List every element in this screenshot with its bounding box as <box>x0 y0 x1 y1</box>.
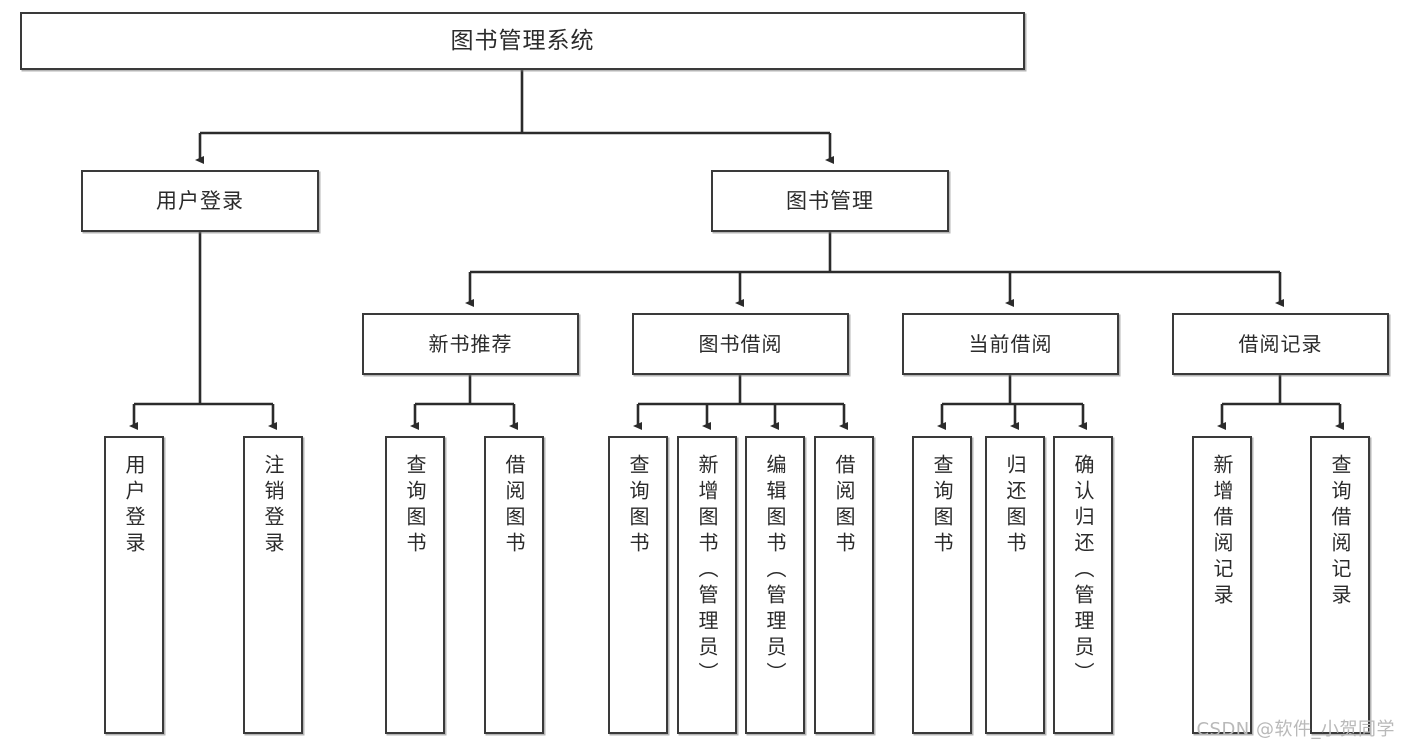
node-label: 借阅图书 <box>832 454 856 558</box>
node-leaf-confirm-return[interactable]: 确认归还（管理员） <box>1053 436 1113 734</box>
node-leaf-add-record[interactable]: 新增借阅记录 <box>1192 436 1252 734</box>
node-label: 图书借阅 <box>698 331 783 356</box>
node-label: 用户登录 <box>156 188 244 213</box>
node-label: 借阅图书 <box>502 454 526 558</box>
node-label: 新书推荐 <box>428 331 513 356</box>
node-leaf-query-record[interactable]: 查询借阅记录 <box>1310 436 1370 734</box>
node-book-manage[interactable]: 图书管理 <box>711 170 949 232</box>
node-label: 图书管理 <box>786 188 874 213</box>
node-label: 查询图书 <box>403 454 427 558</box>
node-leaf-borrow-book[interactable]: 借阅图书 <box>814 436 874 734</box>
node-label: 用户登录 <box>122 454 146 558</box>
node-leaf-borrow-book-rec[interactable]: 借阅图书 <box>484 436 544 734</box>
node-label: 注销登录 <box>261 454 285 558</box>
node-leaf-user-login[interactable]: 用户登录 <box>104 436 164 734</box>
node-label: 当前借阅 <box>968 331 1053 356</box>
node-leaf-user-logout[interactable]: 注销登录 <box>243 436 303 734</box>
node-label: 编辑图书（管理员） <box>763 454 787 688</box>
node-label: 借阅记录 <box>1238 331 1323 356</box>
node-root-system[interactable]: 图书管理系统 <box>20 12 1025 70</box>
node-label: 归还图书 <box>1003 454 1027 558</box>
node-label: 查询图书 <box>626 454 650 558</box>
node-leaf-edit-book[interactable]: 编辑图书（管理员） <box>745 436 805 734</box>
node-leaf-query-book-borrow[interactable]: 查询图书 <box>608 436 668 734</box>
node-label: 查询图书 <box>930 454 954 558</box>
node-new-book-rec[interactable]: 新书推荐 <box>362 313 579 375</box>
node-label: 图书管理系统 <box>450 27 595 54</box>
node-label: 新增图书（管理员） <box>695 454 719 688</box>
node-borrow-record[interactable]: 借阅记录 <box>1172 313 1389 375</box>
node-label: 新增借阅记录 <box>1210 454 1234 610</box>
node-label: 查询借阅记录 <box>1328 454 1352 610</box>
watermark-text: CSDN @软件_小贺同学 <box>1196 719 1395 740</box>
node-current-borrow[interactable]: 当前借阅 <box>902 313 1119 375</box>
node-leaf-query-book-cur[interactable]: 查询图书 <box>912 436 972 734</box>
node-leaf-add-book[interactable]: 新增图书（管理员） <box>677 436 737 734</box>
node-book-borrow[interactable]: 图书借阅 <box>632 313 849 375</box>
node-leaf-return-book[interactable]: 归还图书 <box>985 436 1045 734</box>
node-user-login[interactable]: 用户登录 <box>81 170 319 232</box>
node-label: 确认归还（管理员） <box>1071 454 1095 688</box>
node-leaf-query-book-rec[interactable]: 查询图书 <box>385 436 445 734</box>
